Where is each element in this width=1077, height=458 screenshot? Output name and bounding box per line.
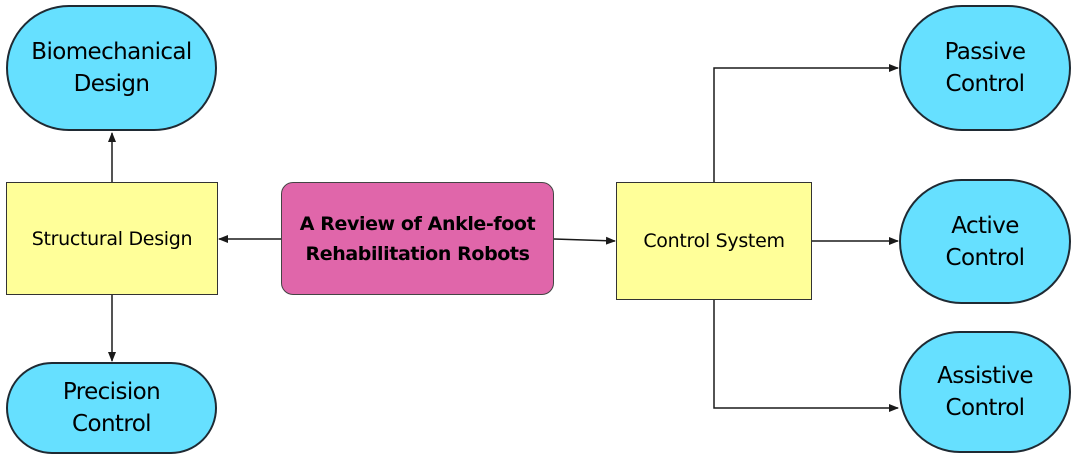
- passive-control-label: Passive Control: [944, 39, 1026, 97]
- central-topic-label: A Review of Ankle-foot Rehabilitation Ro…: [299, 212, 536, 265]
- structural-design-node: Structural Design: [6, 182, 218, 295]
- biomechanical-design-label: Biomechanical Design: [31, 39, 192, 97]
- assistive-control-node: Assistive Control: [899, 331, 1071, 453]
- active-control-label: Active Control: [945, 212, 1026, 271]
- precision-control-node: Precision Control: [6, 362, 217, 454]
- biomechanical-design-node: Biomechanical Design: [6, 5, 217, 131]
- arrow-control-to-passive: [713, 64, 899, 182]
- central-topic-node: A Review of Ankle-foot Rehabilitation Ro…: [281, 182, 554, 295]
- structural-design-label: Structural Design: [31, 227, 193, 250]
- passive-control-node: Passive Control: [899, 5, 1071, 131]
- active-control-node: Active Control: [899, 179, 1071, 304]
- control-system-label: Control System: [643, 230, 785, 252]
- arrow-control-to-assistive: [713, 300, 899, 412]
- precision-control-label: Precision Control: [62, 379, 161, 437]
- control-system-node: Control System: [616, 182, 812, 300]
- assistive-control-label: Assistive Control: [937, 363, 1033, 421]
- arrow-central-to-control-system: [553, 236, 616, 245]
